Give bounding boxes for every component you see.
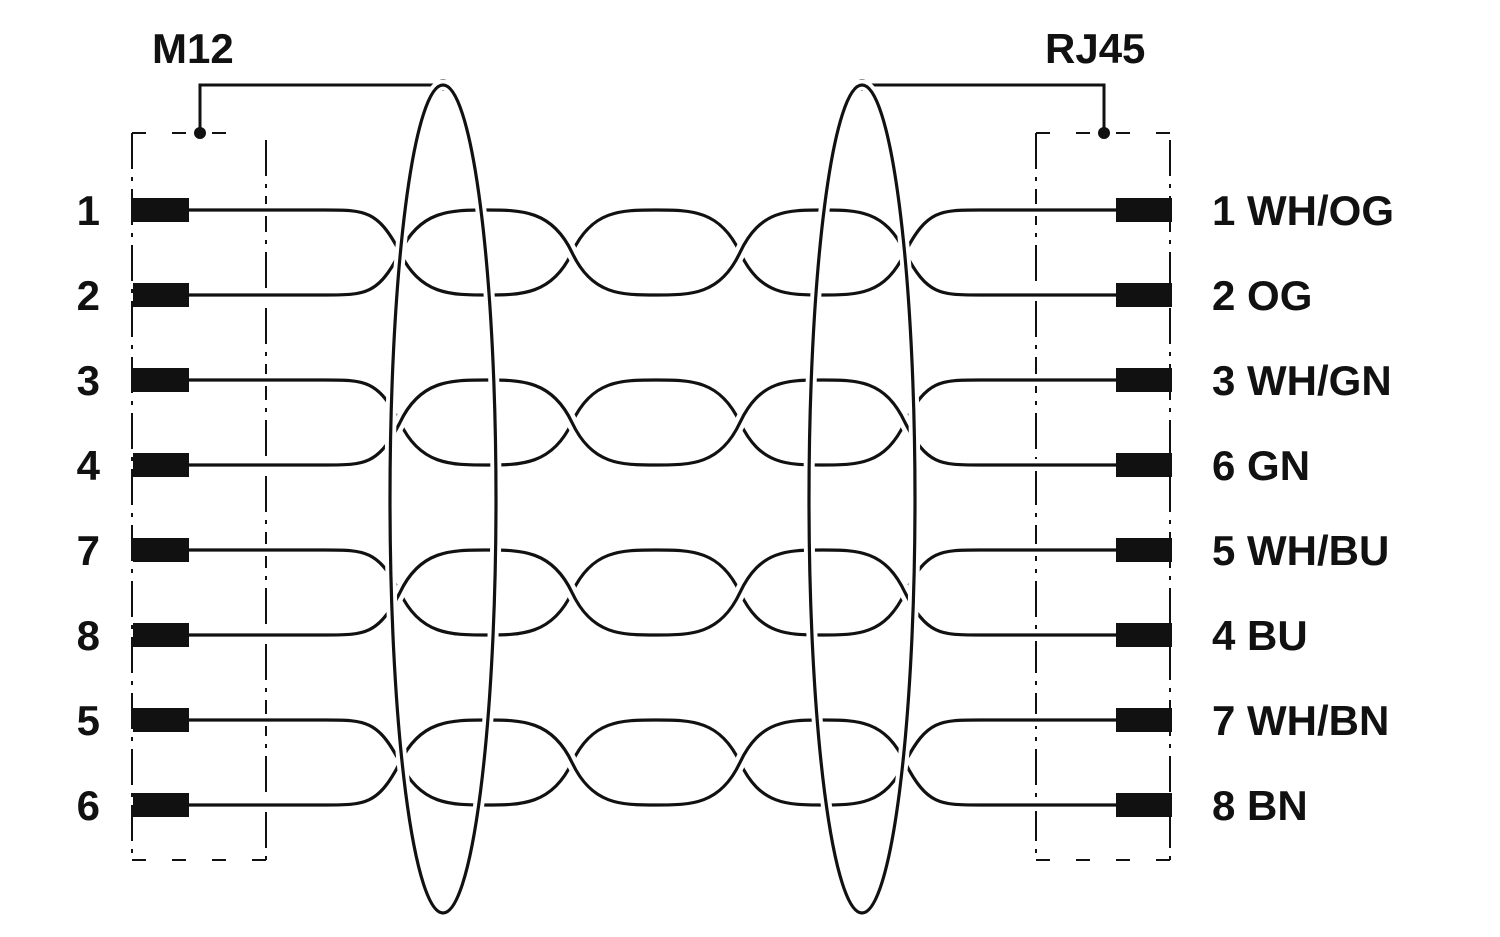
m12-pin-block [133,538,189,562]
wire-halo [189,373,1116,472]
rj45-pin-block [1116,368,1172,392]
m12-pin-label: 5 [77,697,100,744]
wire [189,718,1116,807]
wire-halo [189,543,1116,642]
twisted-pair-wires [189,203,1116,812]
m12-shield-terminal-dot [194,127,206,139]
m12-pins: 1 2 3 4 7 8 5 6 [77,187,189,829]
twisted-pair [189,713,1116,812]
rj45-pin-block [1116,283,1172,307]
rj45-pin-block [1116,623,1172,647]
rj45-pin-label: 6 GN [1212,442,1310,489]
rj45-pin-label: 7 WH/BN [1212,697,1389,744]
wire-halo [189,713,1116,812]
wire-halo [189,713,1116,812]
m12-pin-block [133,283,189,307]
m12-pin-block [133,198,189,222]
rj45-pin-block [1116,793,1172,817]
m12-pin-label: 8 [77,612,100,659]
right-cable-shield [803,79,921,919]
rj45-pin-block [1116,708,1172,732]
m12-connector-title: M12 [152,25,234,72]
twisted-pair [189,203,1116,302]
rj45-shield-connection [856,79,1110,139]
m12-pin-block [133,793,189,817]
wire [189,208,1116,297]
m12-pin-block [133,623,189,647]
m12-pin-label: 3 [77,357,100,404]
rj45-pin-label: 5 WH/BU [1212,527,1389,574]
rj45-pin-label: 2 OG [1212,272,1312,319]
m12-pin-block [133,453,189,477]
m12-pin-label: 7 [77,527,100,574]
m12-pin-label: 1 [77,187,100,234]
wire [189,208,1116,297]
m12-pin-label: 2 [77,272,100,319]
rj45-shield-terminal-dot [1098,127,1110,139]
wire-halo [189,373,1116,472]
m12-pin-block [133,708,189,732]
wire [189,718,1116,807]
twisted-pair [189,373,1116,472]
m12-housing-outline [131,132,267,861]
rj45-housing-outline [1035,132,1171,861]
rj45-pin-label: 4 BU [1212,612,1308,659]
m12-pin-block [133,368,189,392]
rj45-pins: 1 WH/OG 2 OG 3 WH/GN 6 GN 5 WH/BU 4 BU 7 WH/BN… [1116,187,1394,829]
wire-halo [189,203,1116,302]
m12-pin-label: 6 [77,782,100,829]
wire [189,548,1116,637]
twisted-pair [189,543,1116,642]
rj45-pin-label: 8 BN [1212,782,1308,829]
left-cable-shield [384,79,502,919]
rj45-pin-label: 1 WH/OG [1212,187,1394,234]
rj45-pin-block [1116,538,1172,562]
wire [189,378,1116,467]
rj45-connector-title: RJ45 [1045,25,1145,72]
m12-pin-label: 4 [77,442,101,489]
wire-halo [189,203,1116,302]
rj45-pin-block [1116,198,1172,222]
wire [189,378,1116,467]
rj45-pin-label: 3 WH/GN [1212,357,1392,404]
wire-halo [189,543,1116,642]
m12-shield-connection [194,79,449,139]
wire [189,548,1116,637]
rj45-pin-block [1116,453,1172,477]
